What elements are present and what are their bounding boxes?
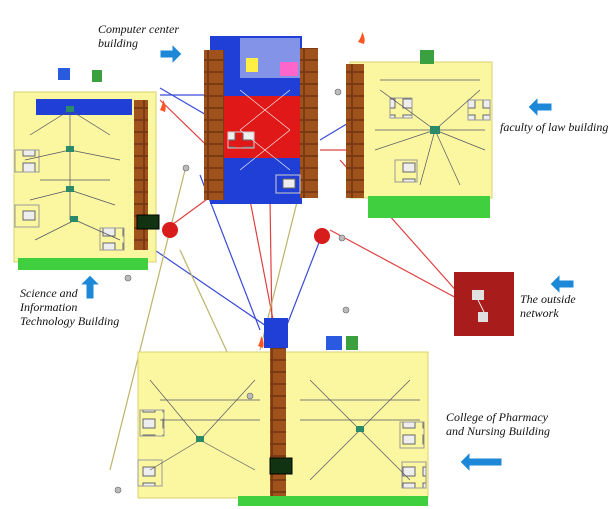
inter-building-links: [109, 87, 461, 471]
arrow-up-science: [78, 274, 102, 300]
pharmacy-label: College of Pharmacy and Nursing Building: [446, 410, 551, 438]
science-it-label: Science and Information Technology Build…: [20, 286, 120, 328]
arrow-left-pharmacy: [459, 450, 503, 474]
pointer-arrows: [78, 42, 575, 474]
camera-icon: [114, 88, 350, 494]
firewall-icon: [162, 222, 330, 244]
law-building: [346, 50, 493, 218]
arrow-left-law: [527, 95, 553, 119]
law-building-label: faculty of law building: [500, 120, 609, 134]
fire-icon: [160, 32, 365, 348]
outside-network-box: [454, 272, 514, 336]
solar-panel-icon: [58, 68, 70, 80]
computer-center-label: Computer center building: [98, 22, 179, 50]
outside-network-label: The outside network: [520, 292, 576, 320]
arrow-right-computer-center: [159, 42, 183, 66]
science-it-building: [13, 68, 160, 270]
arrow-left-outside: [549, 272, 575, 296]
computer-center-building: [204, 36, 318, 204]
pharmacy-building: [137, 318, 429, 506]
